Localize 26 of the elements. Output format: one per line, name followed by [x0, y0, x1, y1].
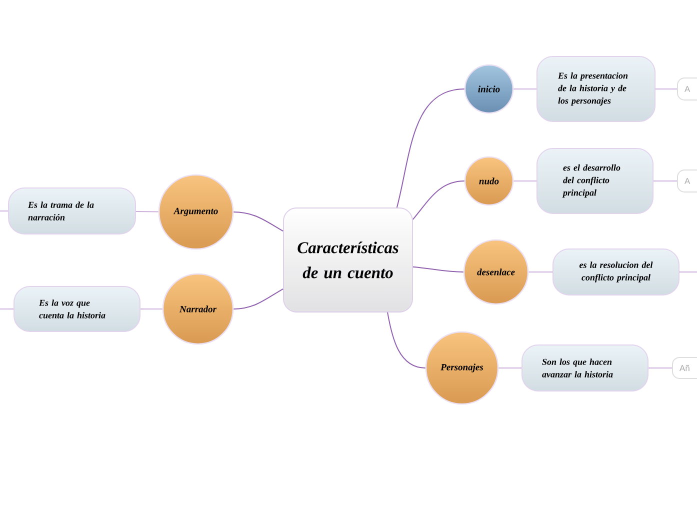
connector-line	[513, 88, 537, 90]
connector-line	[513, 180, 537, 182]
description-box: es la resolucion del conflicto principal	[552, 248, 680, 296]
connector-line	[653, 180, 678, 182]
topic-box: Características de un cuento	[283, 208, 413, 312]
cut-off-box: A	[677, 78, 697, 100]
connector-line	[0, 210, 8, 212]
description-box: es el desarrollo del conflicto principal	[536, 148, 654, 214]
cut-off-box: Añ	[672, 356, 697, 379]
connector-line	[498, 367, 522, 368]
connector-line	[387, 312, 426, 368]
description-box: Es la voz que cuenta la historia	[14, 286, 140, 332]
connector-line	[412, 266, 464, 272]
connector-line	[140, 308, 163, 310]
connector-line	[0, 308, 14, 310]
connector-line	[136, 211, 159, 212]
description-box: Es la trama de la narración	[8, 188, 136, 234]
connector-line	[655, 88, 678, 90]
connector-line	[233, 288, 284, 310]
connector-line	[648, 367, 672, 368]
description-box: Es la presentacion de la historia y de los personajes	[536, 56, 656, 122]
cut-off-box: A	[677, 170, 697, 192]
connector-line	[396, 88, 465, 208]
connector-line	[412, 180, 465, 220]
connector-line	[233, 212, 284, 232]
description-box: Son los que hacen avanzar la historia	[522, 344, 648, 392]
